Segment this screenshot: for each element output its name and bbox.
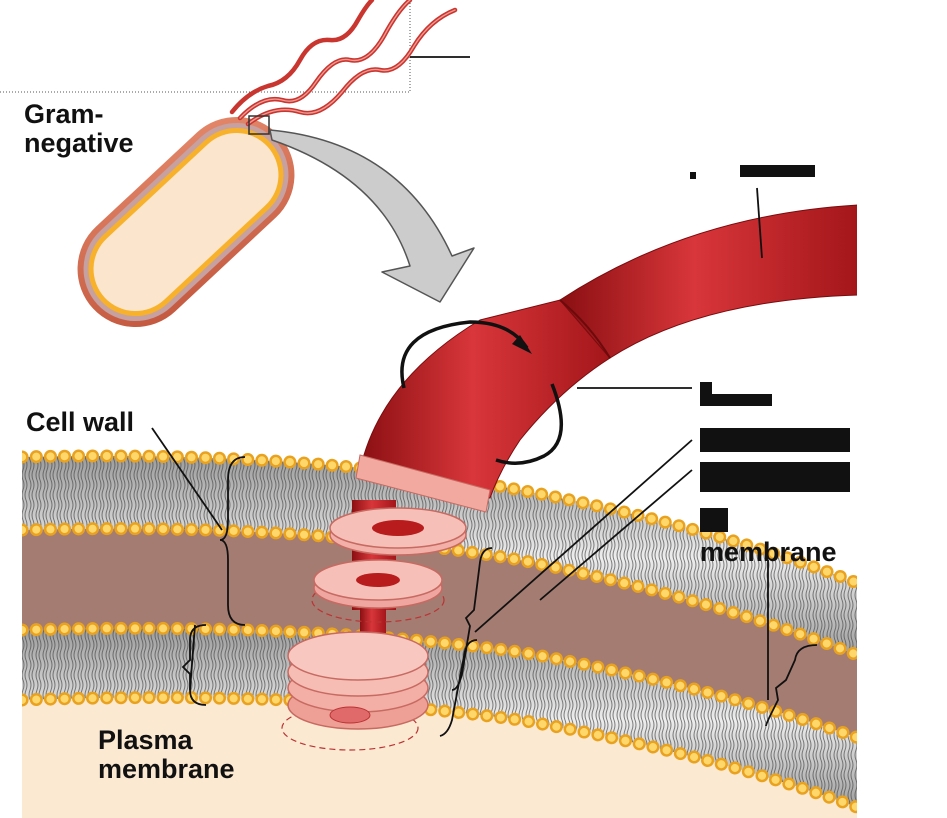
- membrane-panel: [22, 449, 857, 818]
- zoom-arrow: [269, 129, 475, 303]
- label-fragment-filament: [740, 165, 815, 177]
- bacterium: [77, 116, 295, 328]
- label-cell-wall: Cell wall: [26, 407, 135, 437]
- label-plasma-membrane-line1: Plasma: [98, 725, 193, 755]
- label-gram-negative: Gram- negative: [24, 100, 134, 158]
- brackets: [181, 456, 818, 737]
- filament: [559, 204, 859, 359]
- label-gram-negative-line1: Gram-: [24, 99, 104, 129]
- label-gram-negative-line2: negative: [24, 128, 134, 158]
- label-plasma-membrane: Plasma membrane: [98, 726, 235, 784]
- label-outer-membrane: membrane: [700, 537, 837, 567]
- label-plasma-membrane-line2: membrane: [98, 754, 235, 784]
- cytoplasm: [22, 697, 857, 818]
- hook-collar: [355, 454, 491, 513]
- flagellum: [355, 204, 859, 513]
- leader-lines: [151, 56, 769, 700]
- rotation-arrow: [400, 320, 529, 389]
- zoom-box: [248, 115, 270, 135]
- label-fragment-outer: [700, 508, 728, 532]
- label-fragment-hook: [700, 382, 712, 406]
- basal-body: [281, 500, 467, 751]
- label-fragment-hook-2: [712, 394, 772, 406]
- bacterial-flagella: [229, 0, 458, 127]
- right-margin: [857, 0, 947, 818]
- label-fragment-basal: [700, 428, 850, 452]
- inset-frame: [0, 0, 411, 93]
- label-fragment-peptidoglycan: [700, 462, 850, 492]
- peptidoglycan-layer: [22, 528, 857, 738]
